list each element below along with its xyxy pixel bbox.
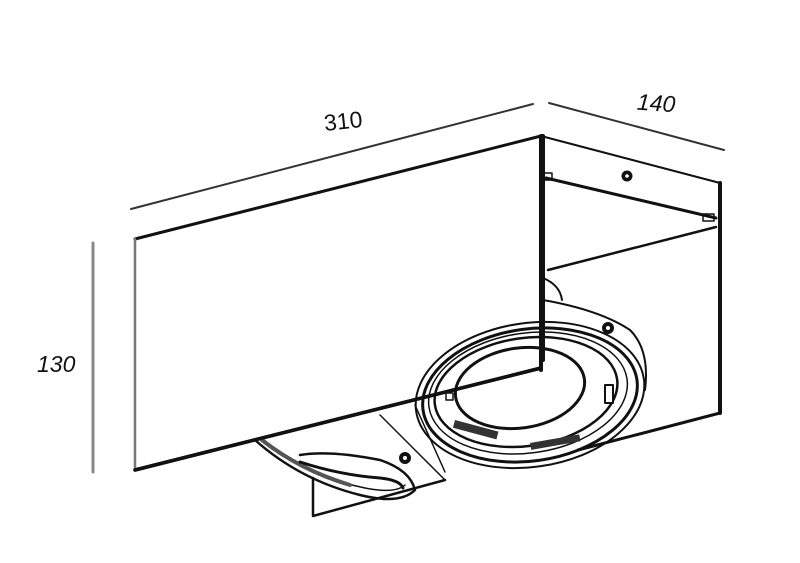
lamp-front-ring — [414, 277, 647, 470]
height-dimension-label: 130 — [37, 351, 76, 377]
width-dimension-label: 310 — [322, 106, 364, 136]
lamp-rear — [253, 404, 447, 518]
depth-dimension-label: 140 — [636, 88, 677, 118]
box-side-frame — [540, 134, 722, 452]
depth-dimension-line — [548, 102, 725, 151]
width-dimension-line — [130, 103, 534, 210]
